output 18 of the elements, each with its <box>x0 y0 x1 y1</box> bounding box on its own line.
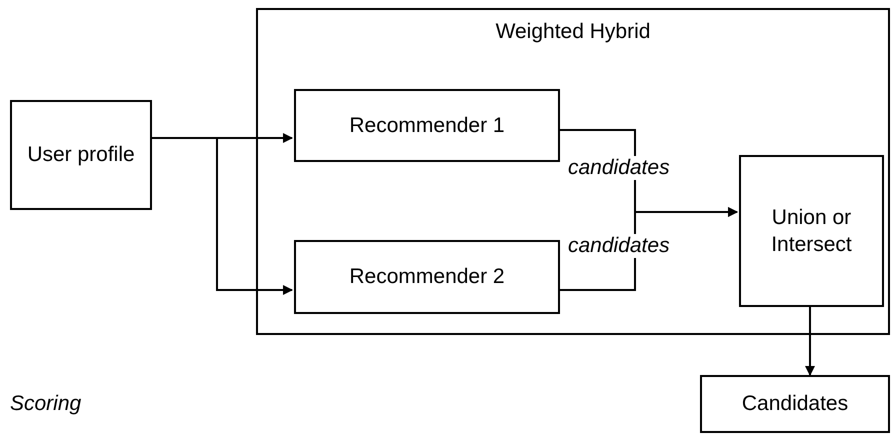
node-label: User profile <box>27 142 135 168</box>
process-box <box>700 375 890 433</box>
arrow <box>152 137 293 295</box>
note-text: Scoring <box>10 392 82 416</box>
arrow <box>805 305 815 376</box>
group-box <box>256 8 890 335</box>
node-label: Union or Intersect <box>770 204 853 258</box>
node-label: Recommender 2 <box>349 264 505 290</box>
process-box <box>294 89 560 162</box>
node-label: Candidates <box>742 391 848 418</box>
process-box <box>10 100 152 210</box>
arrow <box>558 207 738 291</box>
group-title: Weighted Hybrid <box>496 19 650 45</box>
process-box <box>294 240 560 314</box>
edge-label: candidates <box>566 156 672 180</box>
process-box <box>739 155 884 307</box>
node-label: Recommender 1 <box>349 112 505 139</box>
edge-label: candidates <box>566 234 672 258</box>
